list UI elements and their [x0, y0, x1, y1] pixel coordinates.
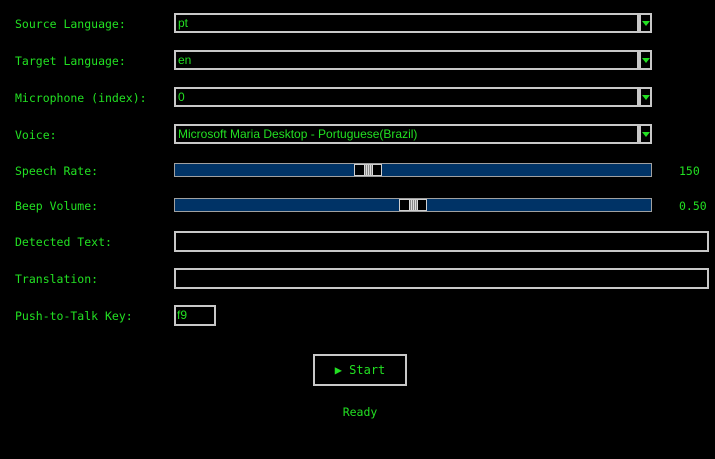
chevron-down-icon[interactable]: [639, 87, 652, 107]
beep-volume-value: 0.50: [679, 199, 707, 213]
detected-text-label: Detected Text:: [15, 235, 112, 249]
source-language-combobox[interactable]: pt: [174, 13, 652, 33]
grip-icon: [364, 165, 373, 175]
microphone-input[interactable]: 0: [174, 87, 639, 107]
voice-combobox[interactable]: Microsoft Maria Desktop - Portuguese(Bra…: [174, 124, 652, 144]
source-language-label: Source Language:: [15, 17, 126, 31]
slider-thumb[interactable]: [354, 164, 382, 176]
speech-rate-label: Speech Rate:: [15, 164, 99, 178]
slider-thumb[interactable]: [399, 199, 427, 211]
target-language-combobox[interactable]: en: [174, 50, 652, 70]
beep-volume-label: Beep Volume:: [15, 199, 99, 213]
chevron-down-icon[interactable]: [639, 13, 652, 33]
chevron-down-icon[interactable]: [639, 50, 652, 70]
source-language-input[interactable]: pt: [174, 13, 639, 33]
push-to-talk-label: Push-to-Talk Key:: [15, 309, 133, 323]
microphone-label: Microphone (index):: [15, 91, 147, 105]
status-text: Ready: [342, 405, 378, 419]
target-language-label: Target Language:: [15, 54, 126, 68]
push-to-talk-input[interactable]: f9: [174, 305, 216, 326]
translation-label: Translation:: [15, 272, 99, 286]
microphone-combobox[interactable]: 0: [174, 87, 652, 107]
grip-icon: [409, 200, 418, 210]
voice-input[interactable]: Microsoft Maria Desktop - Portuguese(Bra…: [174, 124, 639, 144]
target-language-input[interactable]: en: [174, 50, 639, 70]
chevron-down-icon[interactable]: [639, 124, 652, 144]
voice-label: Voice:: [15, 128, 57, 142]
start-button-label: ▶ Start: [334, 363, 386, 377]
detected-text-input[interactable]: [174, 231, 709, 252]
speech-rate-value: 150: [679, 164, 700, 178]
translation-input[interactable]: [174, 268, 709, 289]
beep-volume-slider[interactable]: [174, 198, 652, 212]
start-button[interactable]: ▶ Start: [313, 354, 407, 386]
speech-rate-slider[interactable]: [174, 163, 652, 177]
